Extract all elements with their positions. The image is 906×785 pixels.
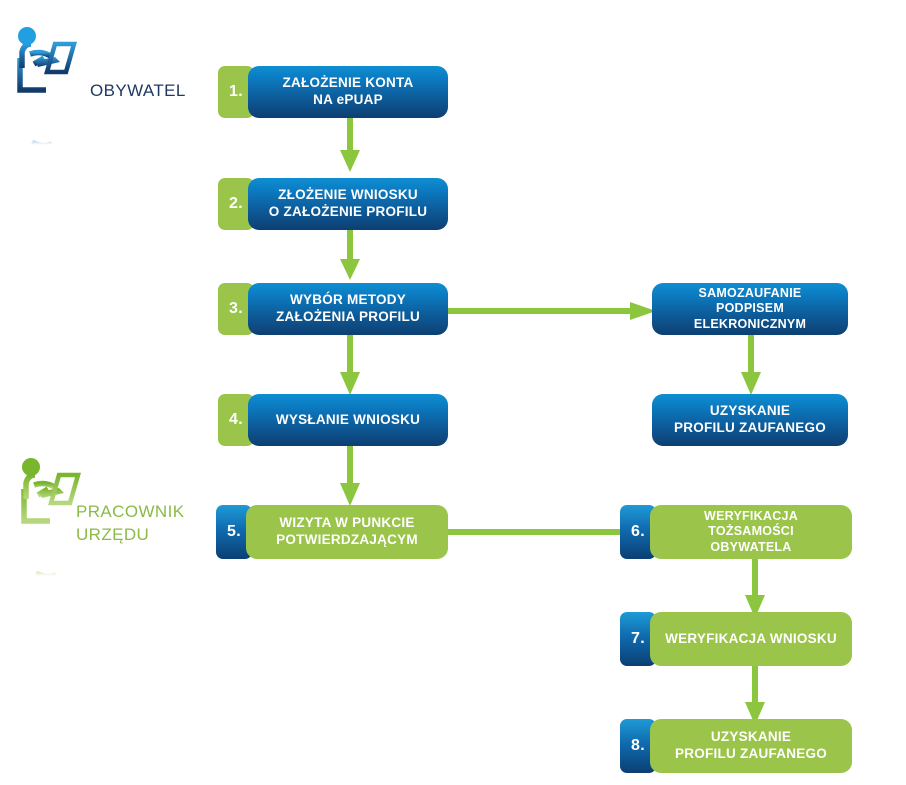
- flow-node-5[interactable]: 5. WIZYTA W PUNKCIE POTWIERDZAJĄCYM: [216, 505, 448, 559]
- step-box-1[interactable]: ZAŁOŻENIE KONTA NA ePUAP: [248, 66, 448, 118]
- step-box-5[interactable]: WIZYTA W PUNKCIE POTWIERDZAJĄCYM: [246, 505, 448, 559]
- step-box-7[interactable]: WERYFIKACJA WNIOSKU: [650, 612, 852, 666]
- step-box-6[interactable]: WERYFIKACJA TOŻSAMOŚCI OBYWATELA: [650, 505, 852, 559]
- connector-arrow-down: [337, 116, 363, 172]
- connector-arrow-down: [738, 333, 764, 395]
- person-at-desk-with-laptop-icon: [12, 455, 96, 585]
- step-box-2[interactable]: ZŁOŻENIE WNIOSKU O ZAŁOŻENIE PROFILU: [248, 178, 448, 230]
- flow-node-6[interactable]: 6. WERYFIKACJA TOŻSAMOŚCI OBYWATELA: [620, 505, 852, 559]
- step-box-uzyskanie-blue[interactable]: UZYSKANIE PROFILU ZAUFANEGO: [652, 394, 848, 446]
- connector-arrow-down: [337, 228, 363, 280]
- flow-node-uzyskanie-blue[interactable]: UZYSKANIE PROFILU ZAUFANEGO: [652, 394, 848, 446]
- actor-label-clerk: PRACOWNIK URZĘDU: [76, 502, 185, 544]
- flow-node-7[interactable]: 7. WERYFIKACJA WNIOSKU: [620, 612, 852, 666]
- flow-node-4[interactable]: 4. WYSŁANIE WNIOSKU: [218, 394, 448, 446]
- connector-arrow-down: [337, 444, 363, 506]
- flow-node-3[interactable]: 3. WYBÓR METODY ZAŁOŻENIA PROFILU: [218, 283, 448, 335]
- person-at-desk-with-laptop-icon: [8, 24, 92, 154]
- flow-node-8[interactable]: 8. UZYSKANIE PROFILU ZAUFANEGO: [620, 719, 852, 773]
- flow-node-1[interactable]: 1. ZAŁOŻENIE KONTA NA ePUAP: [218, 66, 448, 118]
- connector-arrow-right: [440, 521, 660, 543]
- step-box-samozaufanie[interactable]: SAMOZAUFANIE PODPISEM ELEKRONICZNYM: [652, 283, 848, 335]
- connector-arrow-down: [742, 665, 768, 725]
- step-box-4[interactable]: WYSŁANIE WNIOSKU: [248, 394, 448, 446]
- step-box-8[interactable]: UZYSKANIE PROFILU ZAUFANEGO: [650, 719, 852, 773]
- connector-arrow-down: [337, 333, 363, 395]
- connector-arrow-right: [440, 300, 660, 322]
- connector-arrow-down: [742, 558, 768, 618]
- flow-node-2[interactable]: 2. ZŁOŻENIE WNIOSKU O ZAŁOŻENIE PROFILU: [218, 178, 448, 230]
- step-box-3[interactable]: WYBÓR METODY ZAŁOŻENIA PROFILU: [248, 283, 448, 335]
- flow-node-samozaufanie[interactable]: SAMOZAUFANIE PODPISEM ELEKRONICZNYM: [652, 283, 848, 335]
- actor-label-citizen: OBYWATEL: [90, 81, 186, 100]
